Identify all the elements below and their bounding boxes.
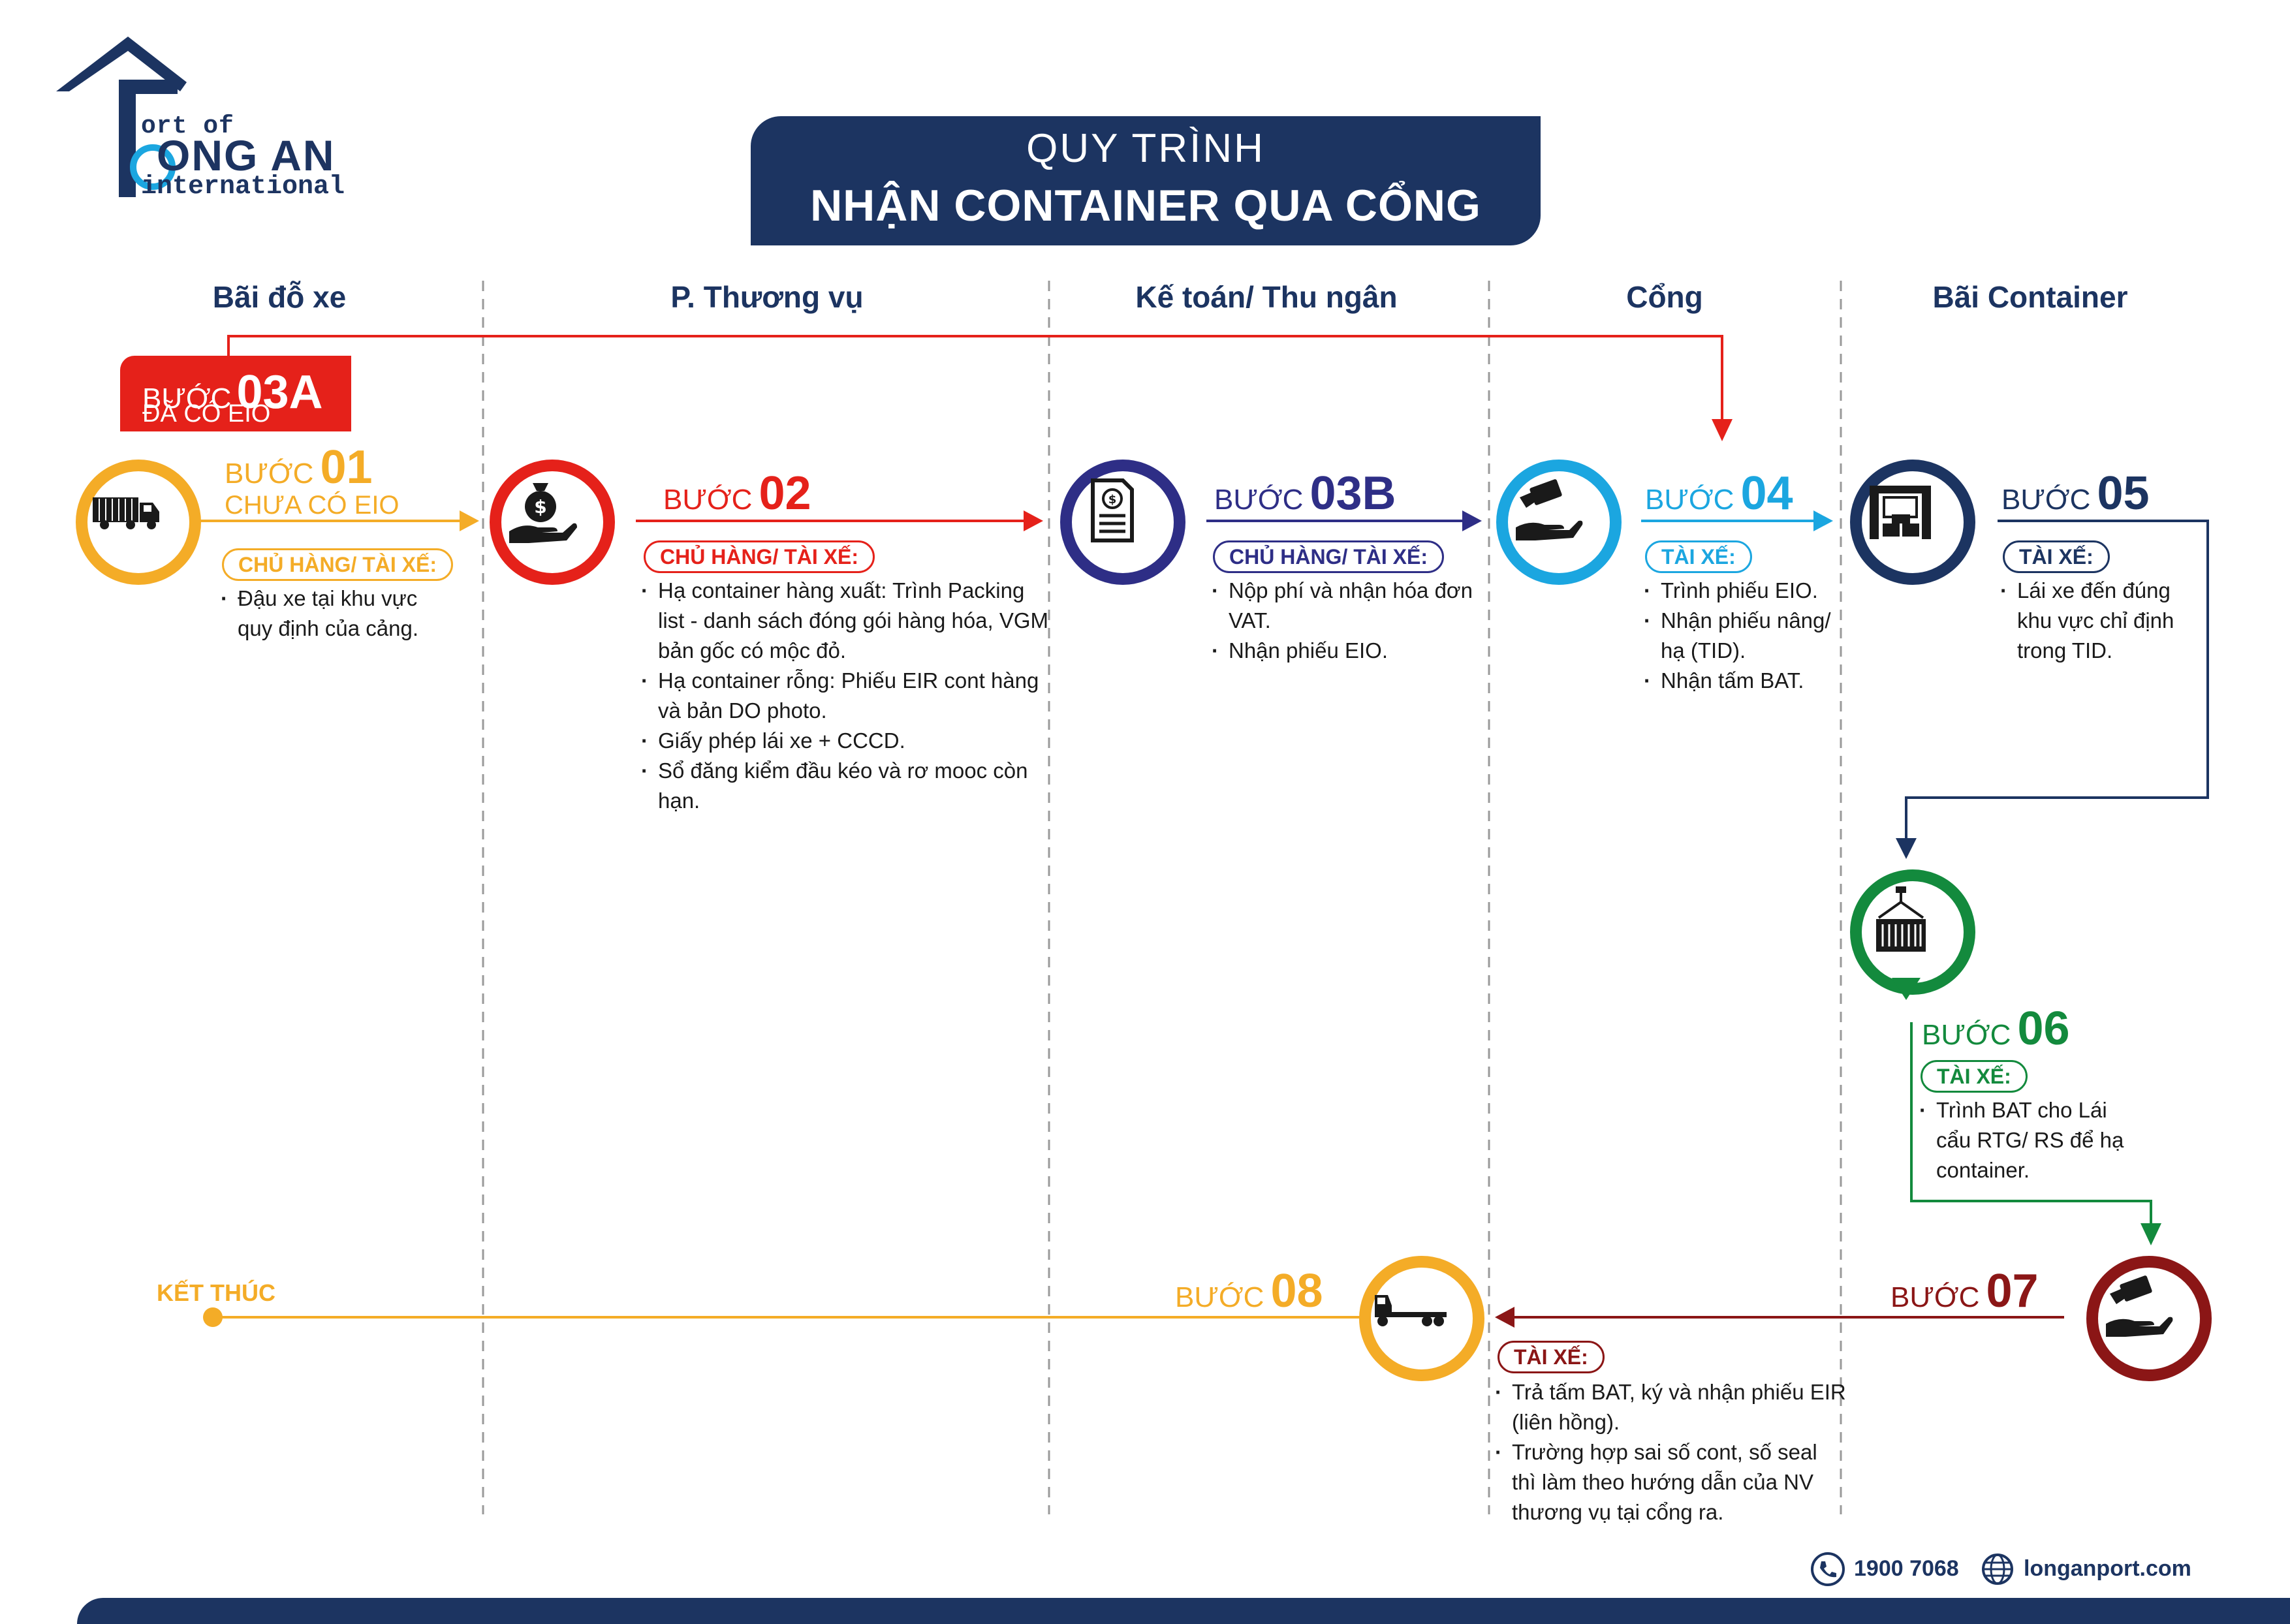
end-label: KẾT THÚC xyxy=(157,1279,275,1306)
truck-icon xyxy=(93,497,159,529)
step-01-list: Đậu xe tại khu vực quy định của cảng. xyxy=(219,584,467,644)
step-03a-sub: ĐÃ CÓ EIO xyxy=(142,400,271,428)
step-05-icon-circle xyxy=(1850,460,1975,585)
list-item: Đậu xe tại khu vực quy định của cảng. xyxy=(219,584,467,644)
container-yard-icon xyxy=(1870,486,1931,539)
svg-text:$: $ xyxy=(1108,493,1117,507)
step-06-icon-circle xyxy=(1850,869,1975,995)
step-number: 05 xyxy=(2097,467,2150,520)
column-header-commercial: P. Thương vụ xyxy=(670,280,864,314)
step-04-icon-circle xyxy=(1496,460,1622,585)
svg-text:$: $ xyxy=(534,496,546,518)
list-item: Giấy phép lái xe + CCCD. xyxy=(640,726,1051,756)
step-03b-list: Nộp phí và nhận hóa đơn VAT. Nhận phiếu … xyxy=(1210,576,1478,666)
list-item: Hạ container rỗng: Phiếu EIR cont hàng v… xyxy=(640,666,1051,726)
title-banner: QUY TRÌNH NHẬN CONTAINER QUA CỔNG xyxy=(751,116,1541,245)
step-word: BƯỚC xyxy=(1922,1019,2011,1051)
globe-icon xyxy=(1981,1552,2015,1586)
list-item-text: Đậu xe tại khu vực xyxy=(238,586,418,610)
column-header-accounting: Kế toán/ Thu ngân xyxy=(1135,280,1398,314)
column-header-parking: Bãi đỗ xe xyxy=(212,280,347,314)
company-logo xyxy=(56,37,187,197)
step-04-list: Trình phiếu EIO. Nhận phiếu nâng/ hạ (TI… xyxy=(1642,576,1838,696)
phone-icon xyxy=(1811,1552,1845,1586)
column-header-container-yard: Bãi Container xyxy=(1932,280,2128,314)
list-item: Nhận phiếu EIO. xyxy=(1210,636,1478,666)
money-bag-hand-icon: $ xyxy=(509,483,577,543)
list-item: Sổ đăng kiểm đầu kéo và rơ mooc còn hạn. xyxy=(640,756,1051,816)
step-number: 08 xyxy=(1270,1265,1323,1317)
step-word: BƯỚC xyxy=(142,383,232,414)
list-item: Trình phiếu EIO. xyxy=(1642,576,1838,606)
step-01-role-pill: CHỦ HÀNG/ TÀI XẾ: xyxy=(222,548,453,581)
step-07-list: Trả tấm BAT, ký và nhận phiếu EIR (liên … xyxy=(1494,1377,1846,1527)
step-number: 03B xyxy=(1310,467,1396,520)
list-item: Trả tấm BAT, ký và nhận phiếu EIR (liên … xyxy=(1494,1377,1846,1437)
step-number: 06 xyxy=(2017,1003,2070,1055)
step-01-icon-circle xyxy=(76,460,201,585)
step-03b-role-pill: CHỦ HÀNG/ TÀI XẾ: xyxy=(1213,540,1444,573)
card-handover-icon xyxy=(1516,479,1583,540)
step-word: BƯỚC xyxy=(1175,1281,1264,1313)
step-05-list: Lái xe đến đúng khu vực chỉ định trong T… xyxy=(1999,576,2208,666)
list-item: Nhận phiếu nâng/ hạ (TID). xyxy=(1642,606,1838,666)
step-07-icon-circle xyxy=(2086,1256,2212,1381)
step-03b-icon-circle: $ xyxy=(1060,460,1185,585)
footer-phone[interactable]: 1900 7068 xyxy=(1854,1556,1959,1581)
logo-text-bottom: international xyxy=(141,172,345,202)
route-03a xyxy=(227,335,1723,426)
step-number: 02 xyxy=(759,467,811,520)
list-item: Trường hợp sai số cont, số seal thì làm … xyxy=(1494,1437,1846,1527)
title-line-2: NHẬN CONTAINER QUA CỔNG xyxy=(810,181,1481,230)
logo-text-top: ort of xyxy=(141,112,234,140)
step-08-icon-circle xyxy=(1359,1256,1484,1381)
footer-website[interactable]: longanport.com xyxy=(2024,1556,2191,1581)
step-word: BƯỚC xyxy=(663,484,753,516)
step-01-sub: CHƯA CÓ EIO xyxy=(225,491,400,520)
step-04-role-pill: TÀI XẾ: xyxy=(1645,540,1752,573)
step-number: 07 xyxy=(1986,1265,2039,1317)
step-word: BƯỚC xyxy=(1214,484,1304,516)
truck-trailer-icon xyxy=(1375,1295,1447,1326)
list-item: Nộp phí và nhận hóa đơn VAT. xyxy=(1210,576,1478,636)
column-header-gate: Cổng xyxy=(1626,280,1703,314)
step-02-role-pill: CHỦ HÀNG/ TÀI XẾ: xyxy=(644,540,875,573)
title-line-1: QUY TRÌNH xyxy=(1026,126,1265,171)
step-02-icon-circle: $ xyxy=(490,460,615,585)
step-05-role-pill: TÀI XẾ: xyxy=(2003,540,2110,573)
card-handover-icon xyxy=(2106,1275,2173,1337)
step-06-list: Trình BAT cho Lái cẩu RTG/ RS để hạ cont… xyxy=(1918,1095,2140,1185)
logo-text-main: ONG AN xyxy=(157,131,336,180)
step-word: BƯỚC xyxy=(2001,484,2091,516)
step-06-pointer xyxy=(1892,978,1921,1000)
step-number: 03A xyxy=(236,366,323,418)
step-word: BƯỚC xyxy=(1645,484,1734,516)
step-word: BƯỚC xyxy=(225,458,314,490)
step-02-list: Hạ container hàng xuất: Trình Packing li… xyxy=(640,576,1051,816)
crane-container-icon xyxy=(1876,886,1926,952)
invoice-icon: $ xyxy=(1091,478,1134,542)
step-07-role-pill: TÀI XẾ: xyxy=(1498,1341,1605,1373)
list-item-text: quy định của cảng. xyxy=(238,616,419,640)
list-item: Trình BAT cho Lái cẩu RTG/ RS để hạ cont… xyxy=(1918,1095,2140,1185)
step-number: 01 xyxy=(320,441,373,493)
list-item: Nhận tấm BAT. xyxy=(1642,666,1838,696)
column-dividers xyxy=(482,281,1842,1514)
list-item: Lái xe đến đúng khu vực chỉ định trong T… xyxy=(1999,576,2208,666)
footer-bar xyxy=(77,1598,2290,1624)
step-word: BƯỚC xyxy=(1890,1281,1980,1313)
list-item: Hạ container hàng xuất: Trình Packing li… xyxy=(640,576,1051,666)
step-number: 04 xyxy=(1740,467,1793,520)
step-06-role-pill: TÀI XẾ: xyxy=(1921,1060,2028,1093)
